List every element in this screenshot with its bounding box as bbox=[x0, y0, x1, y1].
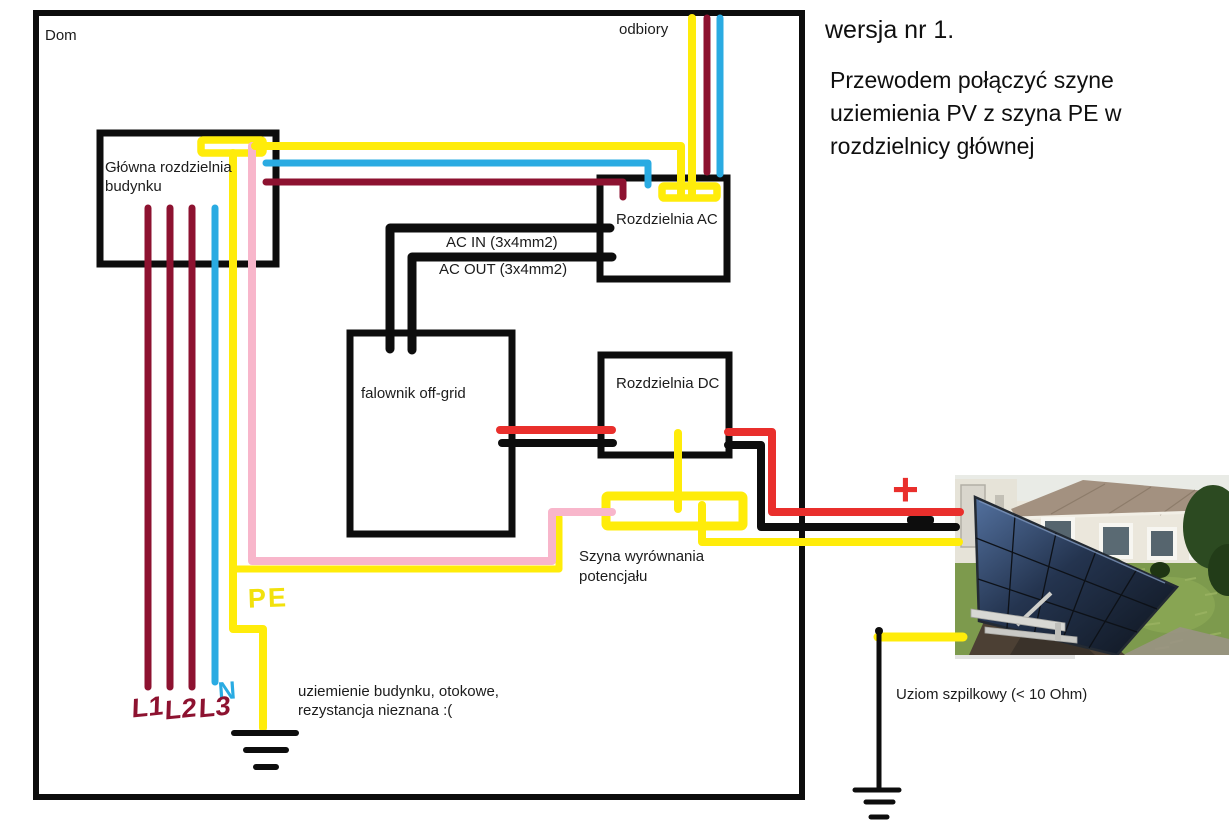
annotation-note-line2: uziemienia PV z szyna PE w bbox=[830, 100, 1122, 126]
annotation-note-line1: Przewodem połączyć szyne bbox=[830, 67, 1114, 93]
wire-pe-equipotential-to-pv bbox=[698, 501, 963, 546]
wire-ac-in bbox=[385, 223, 615, 354]
photo-mount-beams bbox=[970, 591, 1078, 644]
odbiory-label: odbiory bbox=[619, 21, 669, 38]
annotation-note: Przewodem połączyć szyne uziemienia PV z… bbox=[830, 64, 1121, 163]
dom-boundary-box bbox=[33, 10, 805, 800]
ac-out-label: AC OUT (3x4mm2) bbox=[439, 261, 568, 278]
wire-pink-pe-bonding bbox=[248, 142, 616, 565]
earth-rod-symbol bbox=[852, 787, 902, 820]
ac-in-label: AC IN (3x4mm2) bbox=[446, 234, 558, 251]
main-panel-box bbox=[96, 129, 280, 268]
wire-dc-plus-to-pv bbox=[724, 428, 964, 516]
main-panel-label: Główna rozdzielnia budynku bbox=[105, 158, 232, 196]
building-earth-note-line1: uziemienie budynku, otokowe, bbox=[298, 683, 499, 700]
wire-pe-main-to-ac bbox=[251, 142, 685, 198]
inverter-box bbox=[346, 329, 516, 538]
dc-panel-label: Rozdzielnia DC bbox=[616, 375, 720, 392]
earth-rod-label: Uziom szpilkowy (< 10 Ohm) bbox=[896, 686, 1088, 703]
photo-shadow bbox=[955, 654, 1075, 659]
pe-wire-label: PE bbox=[247, 582, 289, 614]
l3-wire-label: L3 bbox=[198, 690, 232, 724]
ac-panel-label: Rozdzielnia AC bbox=[616, 211, 718, 228]
minus-sign bbox=[907, 516, 934, 524]
dom-label: Dom bbox=[45, 27, 77, 44]
equipotential-bus-label-line1: Szyna wyrównania bbox=[579, 548, 705, 565]
wire-ac-out bbox=[407, 252, 617, 355]
l2-wire-label: L2 bbox=[164, 692, 198, 726]
wire-pe-to-building-earth bbox=[229, 149, 267, 732]
building-earth-symbol bbox=[231, 730, 299, 770]
wire-pe-underrun bbox=[232, 513, 563, 573]
version-title: wersja nr 1. bbox=[825, 16, 955, 44]
building-earth-note-line2: rezystancja nieznana :( bbox=[298, 702, 453, 719]
inverter-label: falownik off-grid bbox=[361, 385, 466, 402]
building-earth-note: uziemienie budynku, otokowe, rezystancja… bbox=[298, 682, 499, 720]
photo-path bbox=[1123, 627, 1229, 655]
plus-sign: + bbox=[892, 463, 919, 515]
pv-array-photo bbox=[955, 475, 1229, 655]
equipotential-bus-label: Szyna wyrównania potencjału bbox=[579, 547, 704, 587]
wire-phase-main-to-ac bbox=[262, 178, 627, 201]
main-panel-label-line1: Główna rozdzielnia bbox=[105, 159, 232, 176]
wire-neutral-main-to-ac bbox=[262, 159, 652, 189]
main-panel-label-line2: budynku bbox=[105, 178, 162, 195]
equipotential-bus-label-line2: potencjału bbox=[579, 568, 648, 585]
wire-dc-minus-to-pv bbox=[724, 441, 960, 531]
dc-panel-box bbox=[597, 351, 733, 459]
annotation-note-line3: rozdzielnicy głównej bbox=[830, 133, 1035, 159]
l1-wire-label: L1 bbox=[131, 690, 165, 724]
earth-rod-joint-dot bbox=[875, 627, 883, 635]
